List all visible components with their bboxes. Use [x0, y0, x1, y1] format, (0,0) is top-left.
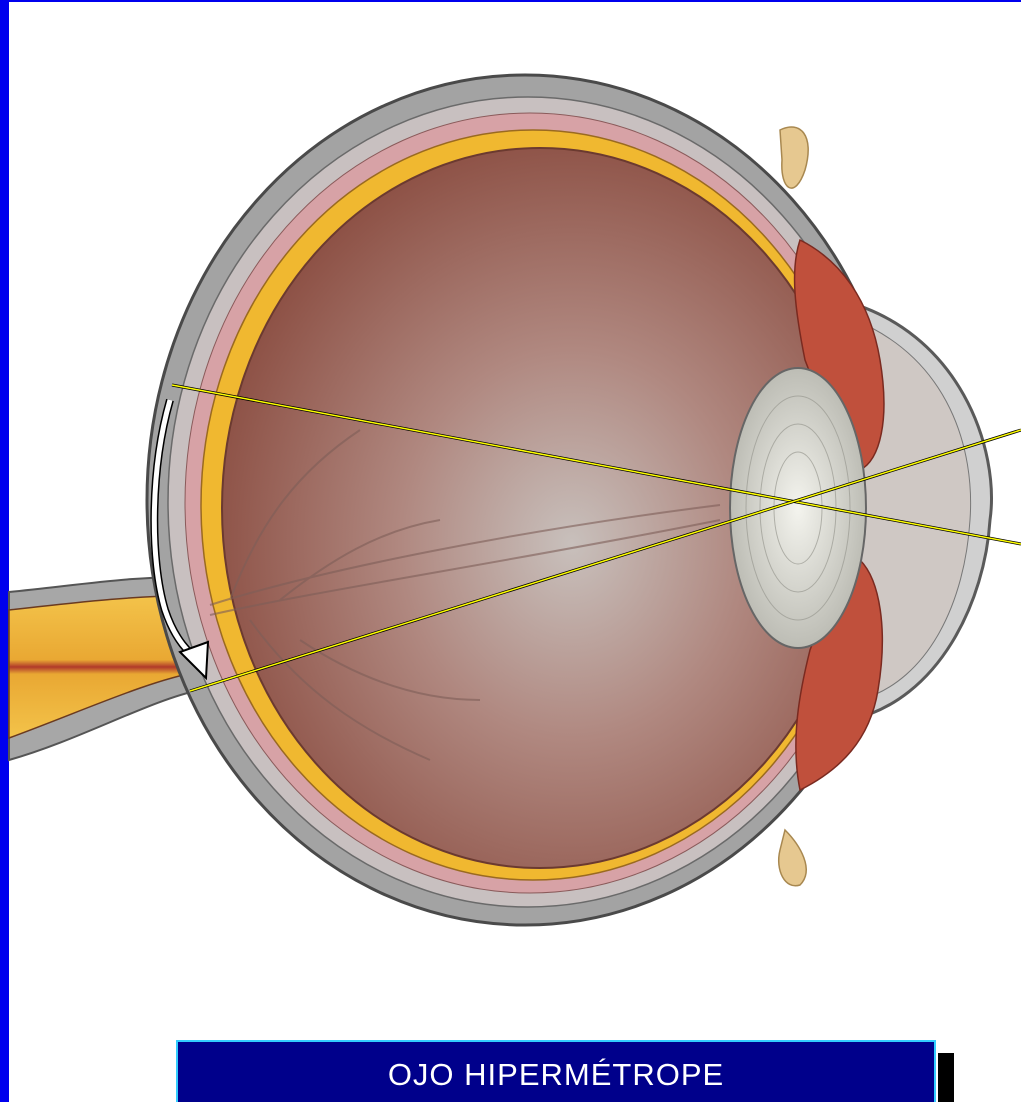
caption-title: OJO HIPERMÉTROPE — [388, 1051, 724, 1093]
eyelid-lower — [779, 830, 807, 886]
lens — [730, 368, 866, 648]
eye-diagram — [0, 0, 1021, 1030]
caption-shadow — [938, 1053, 954, 1102]
caption-box: OJO HIPERMÉTROPE — [176, 1040, 936, 1102]
eyelid-upper — [780, 127, 808, 188]
